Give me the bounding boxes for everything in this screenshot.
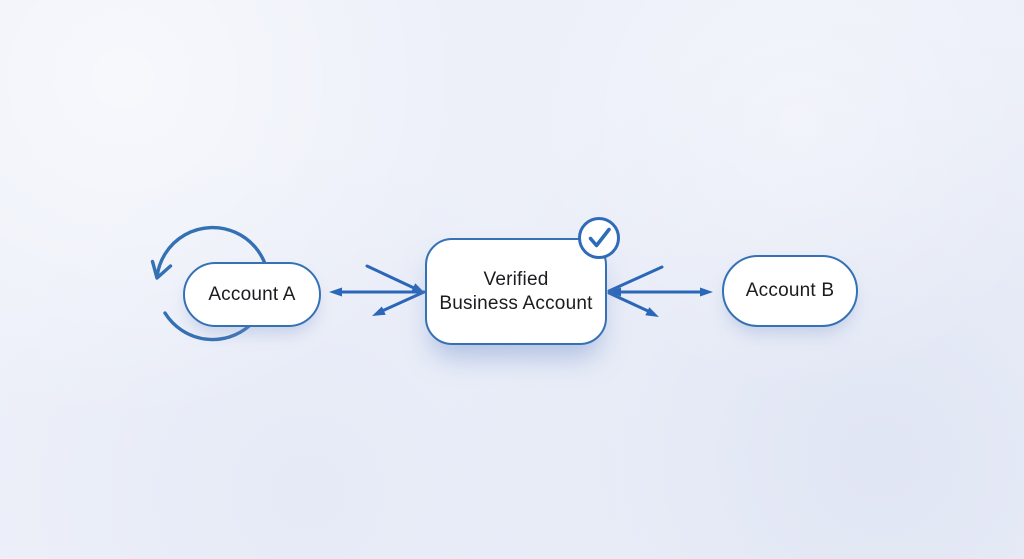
node-account-a-label: Account A [208, 283, 296, 305]
node-account-b-label: Account B [745, 280, 835, 301]
node-verified-label-line1: Verified [483, 268, 549, 290]
node-account-b: Account B [722, 255, 858, 327]
arrowhead-to-account-a [329, 287, 342, 297]
node-verified-business-account: Verified Business Account [425, 238, 607, 345]
arrowhead-into-verified-right [608, 287, 621, 297]
left-fan-arrows [329, 264, 426, 316]
verified-check-icon [578, 217, 620, 259]
arrowhead-lower-left [372, 306, 386, 316]
node-verified-label-line2: Business Account [439, 292, 593, 314]
badge-circle [578, 217, 620, 259]
right-fan-arrows [607, 265, 713, 317]
badge-checkmark [588, 227, 611, 248]
arrowhead-to-account-b [700, 287, 713, 297]
arrowhead-lower-right [645, 307, 659, 317]
node-account-a: Account A [183, 262, 321, 327]
